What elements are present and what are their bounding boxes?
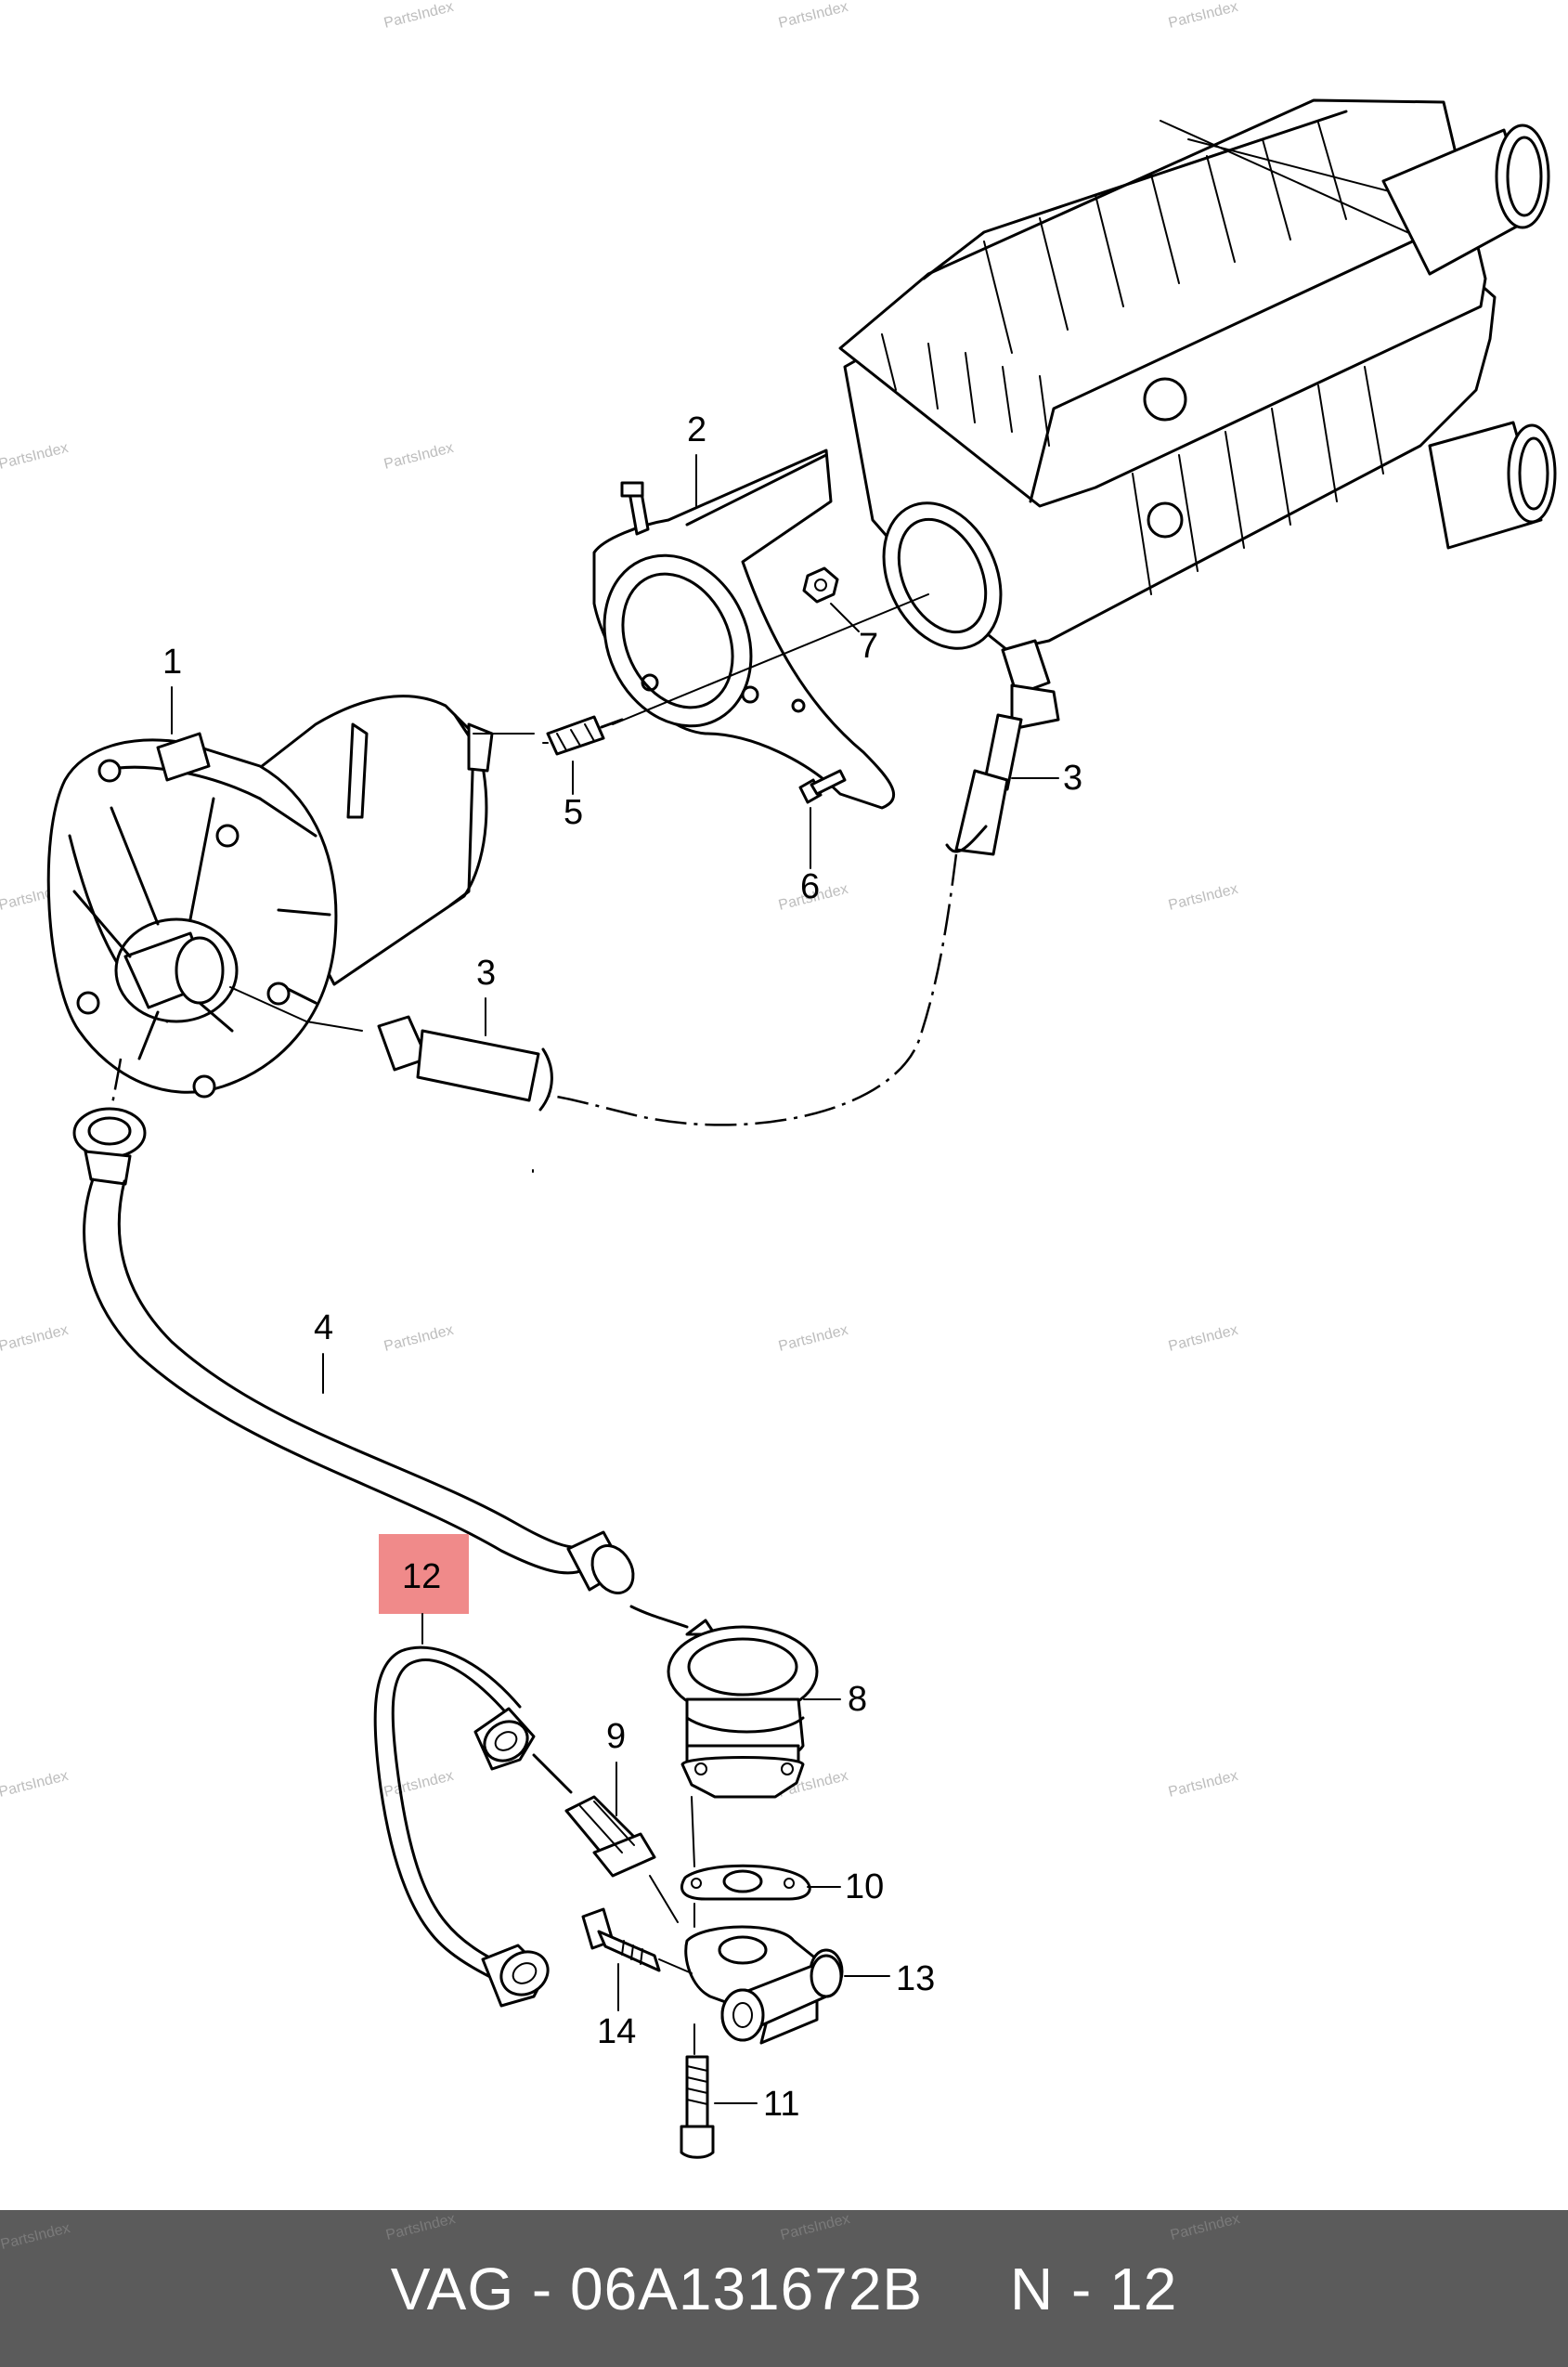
callout-3-lower: 3 — [476, 954, 496, 993]
watermark: PartsIndex — [382, 440, 455, 473]
watermark: PartsIndex — [777, 1322, 849, 1355]
assembly-line — [229, 986, 363, 1032]
assembly-line — [649, 1875, 679, 1923]
watermark: PartsIndex — [778, 2211, 852, 2244]
watermark: PartsIndex — [382, 0, 455, 32]
bolt — [798, 769, 847, 804]
hex-nut — [802, 566, 839, 604]
combination-valve — [629, 1605, 819, 1799]
footer-bar: PartsIndex PartsIndex PartsIndex PartsIn… — [0, 2210, 1568, 2367]
combi-valve-pipe — [373, 1645, 573, 2008]
callout-10: 10 — [845, 1867, 884, 1906]
watermark: PartsIndex — [0, 1768, 70, 1801]
callout-12: 12 — [402, 1557, 441, 1596]
watermark: PartsIndex — [383, 2211, 458, 2244]
electrical-connector — [546, 715, 624, 756]
watermark: PartsIndex — [777, 0, 849, 32]
assembly-line — [473, 733, 549, 744]
callout-1: 1 — [162, 643, 182, 682]
part-number-label: VAG - 06A131672B N - 12 — [390, 2255, 1178, 2322]
watermark: PartsIndex — [1167, 1322, 1239, 1355]
assembly-line — [691, 1796, 695, 1867]
watermark: PartsIndex — [1167, 0, 1239, 32]
hose-routing-line — [547, 853, 958, 1126]
air-pipe — [72, 1107, 635, 1594]
callout-13: 13 — [896, 1959, 935, 1998]
callout-12-highlight — [379, 1534, 469, 1614]
hose-upper — [945, 683, 1060, 856]
callout-4: 4 — [314, 1308, 333, 1347]
callout-8: 8 — [848, 1680, 867, 1719]
socket-bolt — [680, 2055, 715, 2159]
watermark: PartsIndex — [1168, 2211, 1242, 2244]
callout-11: 11 — [763, 2085, 799, 2124]
watermark: PartsIndex — [382, 1322, 455, 1355]
callout-3-upper: 3 — [1063, 759, 1082, 798]
secondary-air-pump — [46, 695, 494, 1099]
hex-bolt — [581, 1907, 661, 1972]
gasket — [680, 1864, 811, 1901]
assembly-line — [612, 593, 929, 725]
watermark: PartsIndex — [382, 1768, 455, 1801]
callout-14: 14 — [597, 2012, 636, 2051]
connecting-flange — [684, 1925, 844, 2045]
fitting — [564, 1795, 656, 1878]
callout-2: 2 — [687, 410, 706, 449]
watermark: PartsIndex — [1167, 881, 1239, 914]
callout-9: 9 — [606, 1717, 626, 1756]
callout-6: 6 — [800, 867, 820, 906]
watermark: PartsIndex — [1167, 1768, 1239, 1801]
parts-diagram: PartsIndex PartsIndex PartsIndex PartsIn… — [0, 0, 1557, 2159]
assembly-line — [658, 1958, 693, 1974]
callout-7: 7 — [859, 627, 878, 666]
air-filter-housing — [838, 98, 1557, 696]
callout-5: 5 — [564, 793, 583, 832]
hose-lower — [377, 1015, 553, 1112]
watermark: PartsIndex — [0, 440, 70, 473]
watermark: PartsIndex — [0, 2220, 72, 2254]
callouts: 1 2 3 3 4 5 6 7 8 9 10 11 1 — [162, 410, 1082, 2124]
watermark: PartsIndex — [0, 1322, 70, 1355]
